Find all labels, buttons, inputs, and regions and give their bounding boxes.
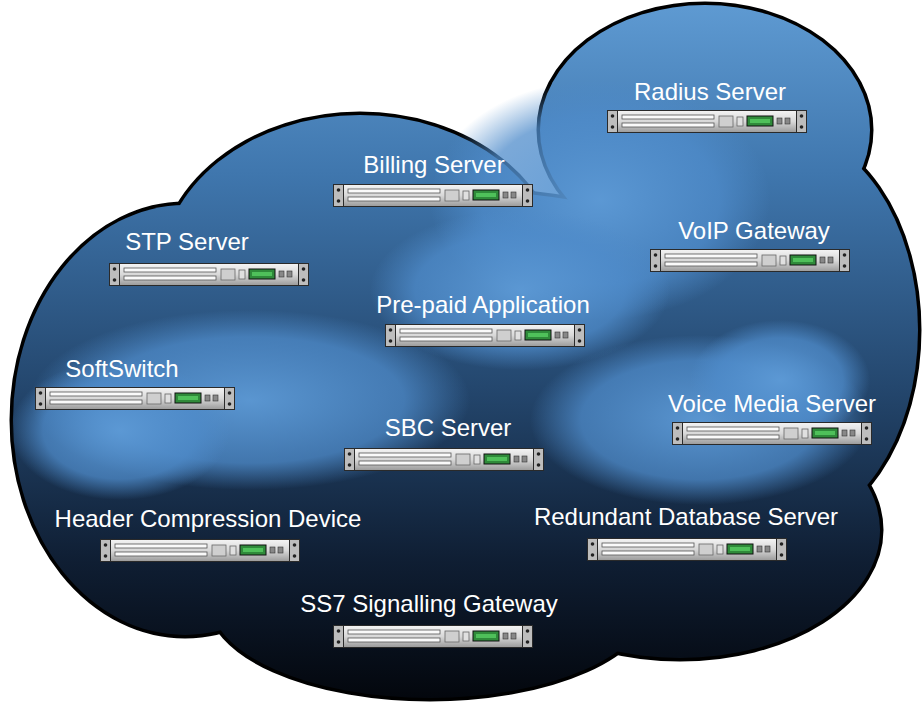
server-label: STP Server [0,228,387,256]
server-icon [385,324,585,347]
server-icon [334,185,533,207]
server-icon [607,110,807,133]
server-label: Pre-paid Application [283,291,683,319]
server-label: SBC Server [248,414,648,442]
server-icon [110,264,309,286]
server-label: Header Compression Device [8,505,408,533]
server-node: Header Compression Device [8,505,408,562]
server-node: Redundant Database Server [486,503,886,561]
server-icon [344,448,544,471]
server-node: SBC Server [248,414,648,471]
server-node: STP Server [0,228,387,286]
server-icon [345,449,544,471]
server-icon [109,263,309,286]
cloud-outline [13,5,918,698]
server-icon [672,422,872,445]
server-label: Billing Server [234,151,634,179]
server-node: Pre-paid Application [283,291,683,347]
server-icon [588,539,787,561]
server-icon [100,539,300,562]
server-label: SoftSwitch [0,355,322,383]
server-label: Radius Server [510,78,910,106]
server-icon [35,387,235,410]
server-icon [333,625,533,648]
server-node: VoIP Gateway [554,217,923,272]
server-icon [334,626,533,648]
server-node: SS7 Signalling Gateway [229,590,629,648]
server-label: SS7 Signalling Gateway [229,590,629,618]
server-label: Redundant Database Server [486,503,886,531]
cloud-body [13,5,918,698]
server-icon [608,111,807,133]
server-icon [587,538,787,561]
server-node: SoftSwitch [0,355,322,410]
server-label: Voice Media Server [572,390,923,418]
server-icon [36,388,235,410]
server-icon [333,184,533,207]
server-label: VoIP Gateway [554,217,923,245]
server-icon [650,249,850,272]
server-node: Radius Server [510,78,910,133]
server-icon [386,325,585,347]
server-icon [651,250,850,272]
server-icon [101,540,300,562]
server-node: Billing Server [234,151,634,207]
server-icon [673,423,872,445]
server-node: Voice Media Server [572,390,923,445]
